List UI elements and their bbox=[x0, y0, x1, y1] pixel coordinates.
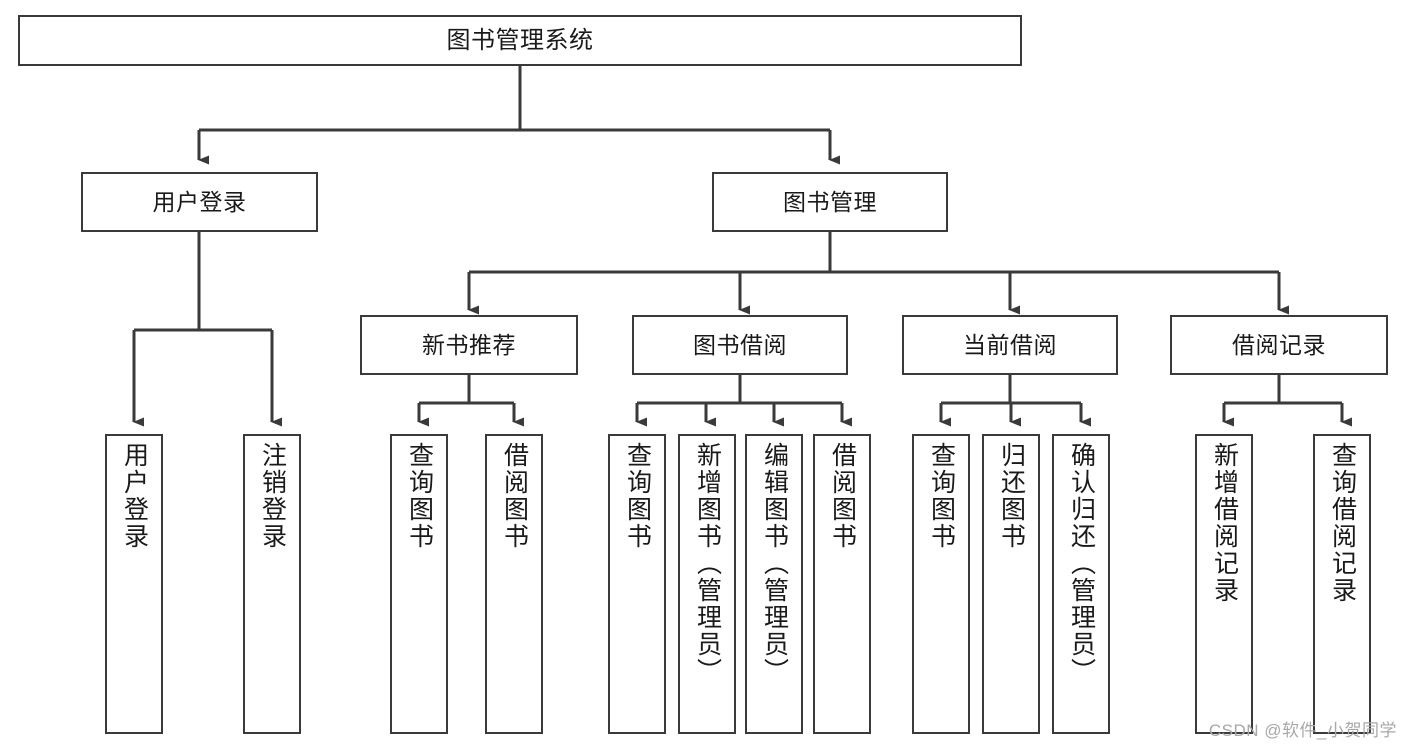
node-label: 借阅记录 bbox=[1232, 331, 1326, 358]
node-book-management[interactable]: 图书管理 bbox=[712, 172, 948, 232]
node-label: 查询图书 bbox=[623, 442, 652, 550]
node-label: 确认归还（管理员） bbox=[1067, 442, 1096, 685]
node-leaf-logout-login[interactable]: 注销登录 bbox=[243, 434, 301, 734]
node-label: 借阅图书 bbox=[500, 442, 529, 550]
node-label: 图书借阅 bbox=[693, 331, 787, 358]
node-borrow-record[interactable]: 借阅记录 bbox=[1170, 315, 1388, 375]
node-label: 新增借阅记录 bbox=[1210, 442, 1239, 604]
node-current-borrow[interactable]: 当前借阅 bbox=[902, 315, 1118, 375]
node-leaf-user-login[interactable]: 用户登录 bbox=[105, 434, 163, 734]
node-label: 查询图书 bbox=[405, 442, 434, 550]
node-label: 注销登录 bbox=[258, 442, 287, 550]
node-label: 归还图书 bbox=[997, 442, 1026, 550]
node-label: 编辑图书（管理员） bbox=[760, 442, 789, 685]
node-book-management-system[interactable]: 图书管理系统 bbox=[18, 15, 1022, 66]
node-leaf-add-borrow-record[interactable]: 新增借阅记录 bbox=[1195, 434, 1253, 734]
node-leaf-query-book-recommend[interactable]: 查询图书 bbox=[390, 434, 448, 734]
node-label: 查询借阅记录 bbox=[1328, 442, 1357, 604]
node-label: 用户登录 bbox=[152, 188, 247, 215]
node-leaf-return-book[interactable]: 归还图书 bbox=[982, 434, 1040, 734]
node-book-borrow[interactable]: 图书借阅 bbox=[632, 315, 848, 375]
node-leaf-add-book[interactable]: 新增图书（管理员） bbox=[678, 434, 736, 734]
node-leaf-query-borrow-record[interactable]: 查询借阅记录 bbox=[1313, 434, 1371, 734]
node-label: 当前借阅 bbox=[963, 331, 1057, 358]
node-label: 图书管理 bbox=[783, 188, 877, 215]
node-label: 用户登录 bbox=[120, 442, 149, 550]
csdn-watermark: CSDN @软件_小贺同学 bbox=[1208, 721, 1397, 740]
node-leaf-query-book-borrow[interactable]: 查询图书 bbox=[608, 434, 666, 734]
node-user-login[interactable]: 用户登录 bbox=[81, 172, 318, 232]
node-leaf-borrow-book[interactable]: 借阅图书 bbox=[813, 434, 871, 734]
node-new-book-recommend[interactable]: 新书推荐 bbox=[360, 315, 578, 375]
node-label: 查询图书 bbox=[927, 442, 956, 550]
node-leaf-confirm-return[interactable]: 确认归还（管理员） bbox=[1052, 434, 1110, 734]
node-leaf-borrow-book-recommend[interactable]: 借阅图书 bbox=[485, 434, 543, 734]
node-label: 图书管理系统 bbox=[446, 26, 594, 54]
node-leaf-query-book-current[interactable]: 查询图书 bbox=[912, 434, 970, 734]
node-label: 新书推荐 bbox=[422, 331, 516, 358]
node-label: 新增图书（管理员） bbox=[693, 442, 722, 685]
node-label: 借阅图书 bbox=[828, 442, 857, 550]
node-leaf-edit-book[interactable]: 编辑图书（管理员） bbox=[745, 434, 803, 734]
